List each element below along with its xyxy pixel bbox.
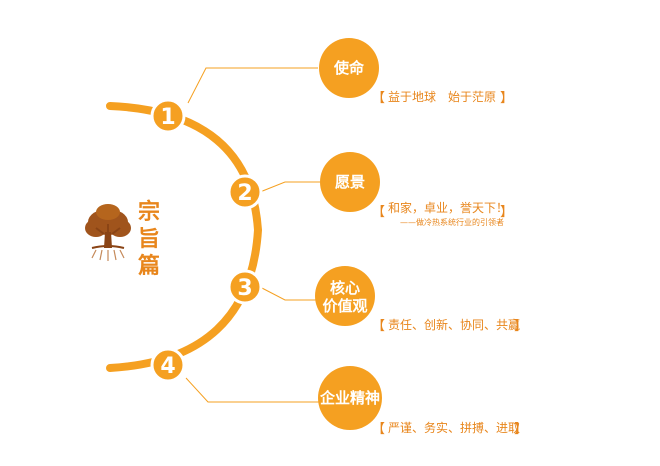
number-badge-4 bbox=[150, 347, 186, 383]
bracket-open-3: 【 bbox=[372, 319, 385, 334]
node-label-3a: 核心 bbox=[330, 279, 360, 297]
bracket-close-3: 】 bbox=[514, 319, 527, 334]
bracket-close-2: 】 bbox=[500, 205, 513, 220]
number-2: 2 bbox=[237, 181, 252, 206]
item-3: 3 核心 价值观 【 责任、创新、协同、共赢 】 bbox=[227, 266, 527, 334]
bracket-close-4: 】 bbox=[514, 422, 527, 437]
tree-icon bbox=[85, 204, 131, 261]
number-3: 3 bbox=[237, 276, 252, 301]
connector-2 bbox=[259, 181, 320, 193]
connector-4 bbox=[185, 377, 320, 403]
number-badge-3 bbox=[227, 269, 263, 305]
connector-1 bbox=[187, 67, 318, 104]
bracket-open-1: 【 bbox=[372, 91, 385, 106]
node-label-2: 愿景 bbox=[335, 173, 365, 191]
title-char-1: 宗 bbox=[138, 199, 160, 225]
item-1: 1 使命 【 益于地球 始于茫原 】 bbox=[150, 38, 513, 134]
title-char-3: 篇 bbox=[138, 253, 160, 279]
bracket-open-4: 【 bbox=[372, 422, 385, 437]
node-circle-4 bbox=[318, 366, 382, 430]
desc-2: 和家，卓业，誉天下！ bbox=[388, 200, 508, 215]
node-circle-1 bbox=[319, 38, 379, 98]
node-label-3b: 价值观 bbox=[322, 297, 367, 315]
node-circle-3 bbox=[315, 266, 375, 326]
number-1: 1 bbox=[160, 105, 175, 130]
item-4: 4 企业精神 【 严谨、务实、拼搏、进取 】 bbox=[150, 347, 527, 437]
bracket-open-2: 【 bbox=[372, 205, 385, 220]
node-label-1: 使命 bbox=[333, 59, 365, 77]
desc-3: 责任、创新、协同、共赢 bbox=[388, 317, 520, 332]
connector-3 bbox=[259, 286, 320, 301]
node-circle-2 bbox=[320, 152, 380, 212]
desc-1: 益于地球 始于茫原 bbox=[388, 90, 496, 104]
main-arc bbox=[106, 102, 263, 372]
number-badge-1 bbox=[150, 98, 186, 134]
desc-4: 严谨、务实、拼搏、进取 bbox=[388, 420, 520, 435]
title-char-2: 旨 bbox=[138, 227, 160, 252]
item-2: 2 愿景 【 和家，卓业，誉天下！ ——做冷热系统行业的引领者 】 bbox=[227, 152, 513, 227]
bracket-close-1: 】 bbox=[500, 91, 513, 106]
node-label-4: 企业精神 bbox=[319, 389, 380, 407]
number-badge-2 bbox=[227, 174, 263, 210]
desc-sub-2: ——做冷热系统行业的引领者 bbox=[400, 217, 504, 227]
number-4: 4 bbox=[160, 354, 175, 379]
